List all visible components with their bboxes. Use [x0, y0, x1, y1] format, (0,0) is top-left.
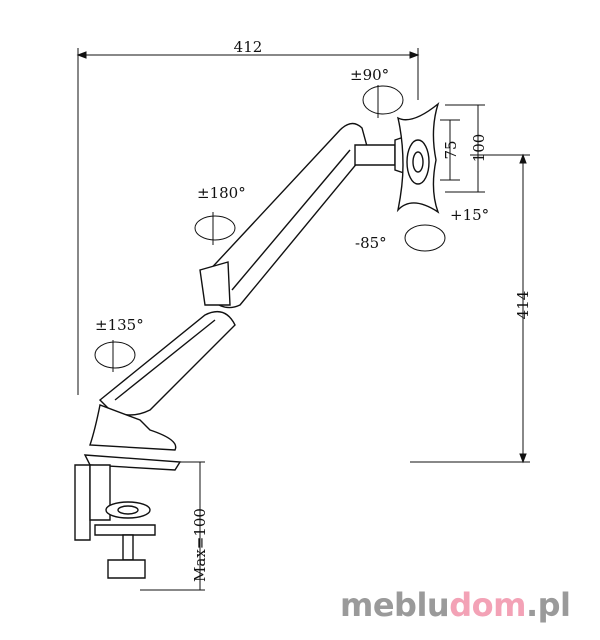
height-label: 414: [514, 291, 532, 320]
vesa-small-label: 75: [442, 140, 460, 159]
head-rotation-arrow-icon: [362, 85, 404, 115]
vesa-large-label: 100: [470, 134, 488, 163]
vesa-dimensions: [440, 104, 485, 193]
base-swivel-arrow-icon: [94, 341, 136, 369]
width-label: 412: [234, 38, 263, 56]
watermark-part3: .pl: [525, 586, 571, 624]
width-dimension: [76, 48, 420, 395]
arm-swivel-arrow-icon: [194, 215, 236, 241]
tilt-arrow-icon: [404, 224, 446, 252]
rotation-arrows: [94, 85, 446, 372]
tilt-up-label: +15°: [450, 206, 489, 224]
clamp-max-label: Max=100: [191, 508, 209, 582]
vesa-plate: [396, 102, 440, 214]
head-rotation-label: ±90°: [350, 66, 389, 84]
watermark-part1: meblu: [340, 586, 450, 624]
watermark-logo: mebludom.pl: [340, 586, 571, 624]
watermark-part2: dom: [449, 586, 526, 624]
monitor-arm: [74, 122, 411, 579]
arm-swivel-label: ±180°: [197, 184, 246, 202]
base-swivel-label: ±135°: [95, 316, 144, 334]
tilt-down-label: -85°: [355, 234, 387, 252]
height-dimension: [410, 153, 530, 464]
